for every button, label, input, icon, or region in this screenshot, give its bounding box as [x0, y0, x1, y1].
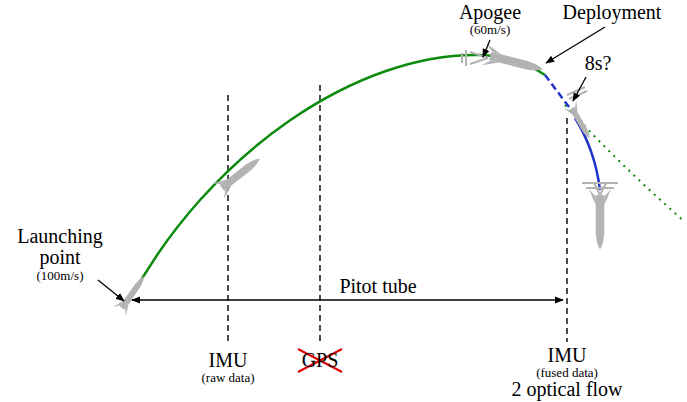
sensor-label: IMU	[209, 350, 248, 371]
rocket-icon	[113, 44, 611, 316]
sensor-note: (raw data)	[201, 371, 254, 385]
phase-label: Deployment	[563, 2, 662, 23]
leader-arrow	[98, 27, 605, 301]
sensor-label: Pitot tube	[339, 276, 416, 297]
span-arrow	[132, 299, 563, 301]
parachute-icon	[462, 50, 618, 195]
ascent-trajectory	[128, 55, 545, 303]
phase-marker	[228, 85, 567, 345]
phase-label: Launching point	[12, 226, 108, 268]
timing-note: 8s?	[585, 53, 612, 74]
cross-mark	[298, 349, 342, 372]
sensor-label: 2 optical flow	[511, 379, 622, 400]
speed-note: (60m/s)	[470, 23, 510, 37]
phase-label: Apogee	[459, 2, 521, 23]
sensor-label: GPS	[302, 350, 339, 371]
sensor-label: IMU	[548, 345, 587, 366]
speed-note: (100m/s)	[37, 269, 84, 283]
sensor-note: (fused data)	[536, 366, 598, 380]
descent-path	[575, 118, 600, 190]
